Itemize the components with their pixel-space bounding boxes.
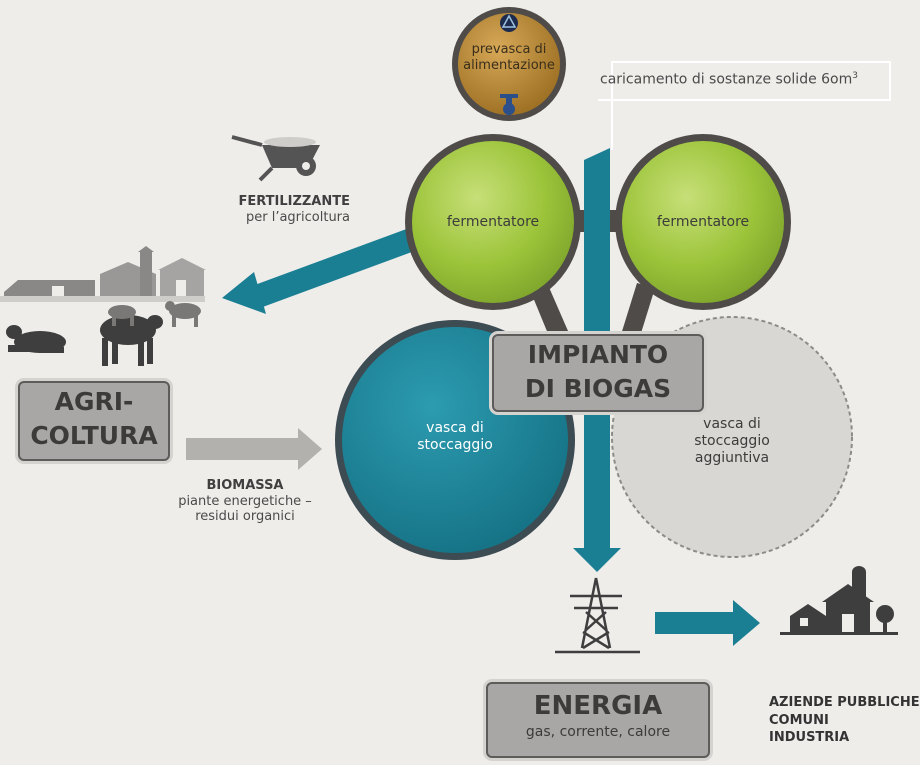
agriculture-box: AGRI- COLTURA <box>18 381 170 461</box>
storage-line1: vasca di <box>426 420 484 436</box>
biomass-line1: piante energetiche – <box>178 493 312 509</box>
biogas-plant-line1: IMPIANTO <box>527 340 669 369</box>
energy-title: ENERGIA <box>533 691 663 721</box>
solids-callout-line <box>598 61 891 150</box>
storage-line2: stoccaggio <box>417 436 493 453</box>
energy-subtitle: gas, corrente, calore <box>525 723 671 740</box>
fertilizer-label: FERTILIZZANTE per l’agricoltura <box>232 194 350 225</box>
biomass-label: BIOMASSA piante energetiche – residui or… <box>160 478 330 525</box>
biomass-line2: residui organici <box>195 509 295 525</box>
energy-box: ENERGIA gas, corrente, calore <box>486 682 710 758</box>
fertilizer-title: FERTILIZZANTE <box>238 194 350 209</box>
valve-icon <box>500 94 518 115</box>
cow-background <box>108 301 201 327</box>
cows-icon <box>6 301 201 366</box>
biogas-plant-line2: DI BIOGAS <box>524 374 672 403</box>
solids-load-label: caricamento di sostanze solide 6om3 <box>600 71 858 88</box>
extra-storage-label: vasca di stoccaggio aggiuntiva <box>672 416 792 466</box>
solids-load-text: caricamento di sostanze solide 6om <box>600 71 853 88</box>
agriculture-line2: COLTURA <box>30 421 158 450</box>
prefeed-tank <box>452 7 566 121</box>
consumers-line1: AZIENDE PUBBLICHE <box>769 695 920 710</box>
storage-label: vasca di stoccaggio <box>395 420 515 454</box>
fermenter-right <box>615 134 791 310</box>
prefeed-line2: alimentazione <box>463 57 555 73</box>
consumer-buildings-icon <box>780 566 898 635</box>
consumers-line2: COMUNI <box>769 712 829 728</box>
extra-storage-line1: vasca di <box>703 416 761 432</box>
cow-lying <box>6 325 66 353</box>
prefeed-label: prevasca di alimentazione <box>463 42 555 73</box>
biogas-plant-box: IMPIANTO DI BIOGAS <box>492 334 704 412</box>
consumers-label: AZIENDE PUBBLICHE COMUNI INDUSTRIA <box>769 694 920 747</box>
prefeed-line1: prevasca di <box>471 42 547 57</box>
solids-load-superscript: 3 <box>852 71 858 81</box>
wheelbarrow-icon <box>231 135 320 182</box>
fermenter-right-label: fermentatore <box>656 214 750 230</box>
farm-icon <box>0 246 206 302</box>
extra-storage-line2: stoccaggio <box>694 432 770 449</box>
fertilizer-subtitle: per l’agricoltura <box>245 209 350 225</box>
power-pylon-icon <box>555 577 640 654</box>
biomass-arrow <box>186 428 322 470</box>
agriculture-line1: AGRI- <box>54 387 134 416</box>
energy-arrow <box>655 600 760 646</box>
fermenter-left <box>405 134 581 310</box>
consumers-line3: INDUSTRIA <box>769 730 850 746</box>
fermenter-left-label: fermentatore <box>446 214 540 230</box>
extra-storage-line3: aggiuntiva <box>694 449 770 466</box>
biomass-title: BIOMASSA <box>206 478 284 493</box>
